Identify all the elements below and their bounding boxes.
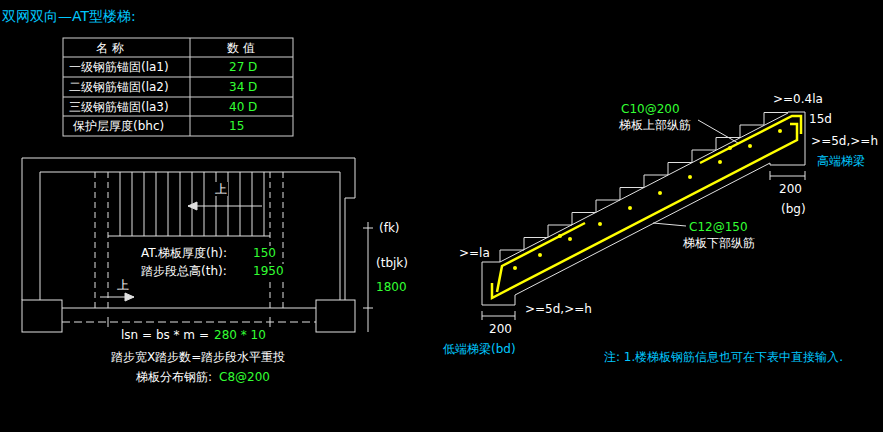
drawing-label: >=la [458, 246, 491, 260]
drawing-label: AT.梯板厚度(h): [140, 246, 228, 260]
plan-stairs [95, 172, 283, 308]
drawing-label: C10@200 [620, 102, 681, 116]
drawing-label: 梯板上部纵筋 [618, 118, 692, 132]
drawing-label: 15 [228, 119, 245, 133]
drawing-label: lsn = bs * m = [120, 328, 210, 342]
distribution-bars [513, 129, 782, 270]
plan-dimensions [62, 222, 373, 332]
drawing-label: >=5d,>=h [524, 302, 593, 316]
drawing-label: 280 * 10 [213, 328, 267, 342]
drawing-label: (fk) [378, 221, 401, 235]
drawing-label: 数 值 [226, 41, 256, 55]
drawing-label: 高端梯梁 [816, 154, 866, 168]
drawing-label: 27 D [228, 60, 258, 74]
drawing-label: 梯板分布钢筋: [135, 370, 213, 384]
drawing-label: 梯板下部纵筋 [682, 236, 756, 250]
drawing-label: 二级钢筋锚固(la2) [68, 80, 170, 94]
drawing-label: (bg) [780, 202, 807, 216]
stair-section [482, 112, 805, 320]
drawing-label: 三级钢筋锚固(la3) [68, 100, 170, 114]
drawing-label: 一级钢筋锚固(la1) [68, 60, 170, 74]
drawing-label: 200 [778, 182, 803, 196]
drawing-label: (tbjk) [375, 256, 409, 270]
plan-walls [22, 158, 355, 332]
drawing-label: C12@150 [688, 220, 749, 234]
drawing-label: 15d [808, 112, 833, 126]
drawing-label: 200 [488, 322, 513, 336]
drawing-label: 1950 [252, 264, 285, 278]
drawing-label: 保护层厚度(bhc) [72, 119, 165, 133]
drawing-label: 1800 [375, 280, 408, 294]
drawing-label: 40 D [228, 100, 258, 114]
drawing-label: 上 [214, 182, 228, 196]
drawing-label: 150 [252, 246, 277, 260]
drawing-label: 上 [116, 278, 130, 292]
drawing-label: 踏步段总高(th): [140, 264, 228, 278]
drawing-label: 名 称 [95, 41, 125, 55]
drawing-label: >=0.4la [772, 92, 824, 106]
rebar [492, 116, 801, 298]
drawing-label: 34 D [228, 80, 258, 94]
drawing-label: >=5d,>=h [810, 134, 879, 148]
drawing-label: C8@200 [218, 370, 271, 384]
drawing-label: 踏步宽X踏步数=踏步段水平重投 [110, 350, 286, 364]
drawing-label: 注: 1.楼梯板钢筋信息也可在下表中直接输入. [603, 350, 844, 364]
drawing-title: 双网双向—AT型楼梯: [2, 8, 136, 24]
drawing-label: 低端梯梁(bd) [442, 342, 517, 356]
parameter-table [63, 38, 293, 136]
